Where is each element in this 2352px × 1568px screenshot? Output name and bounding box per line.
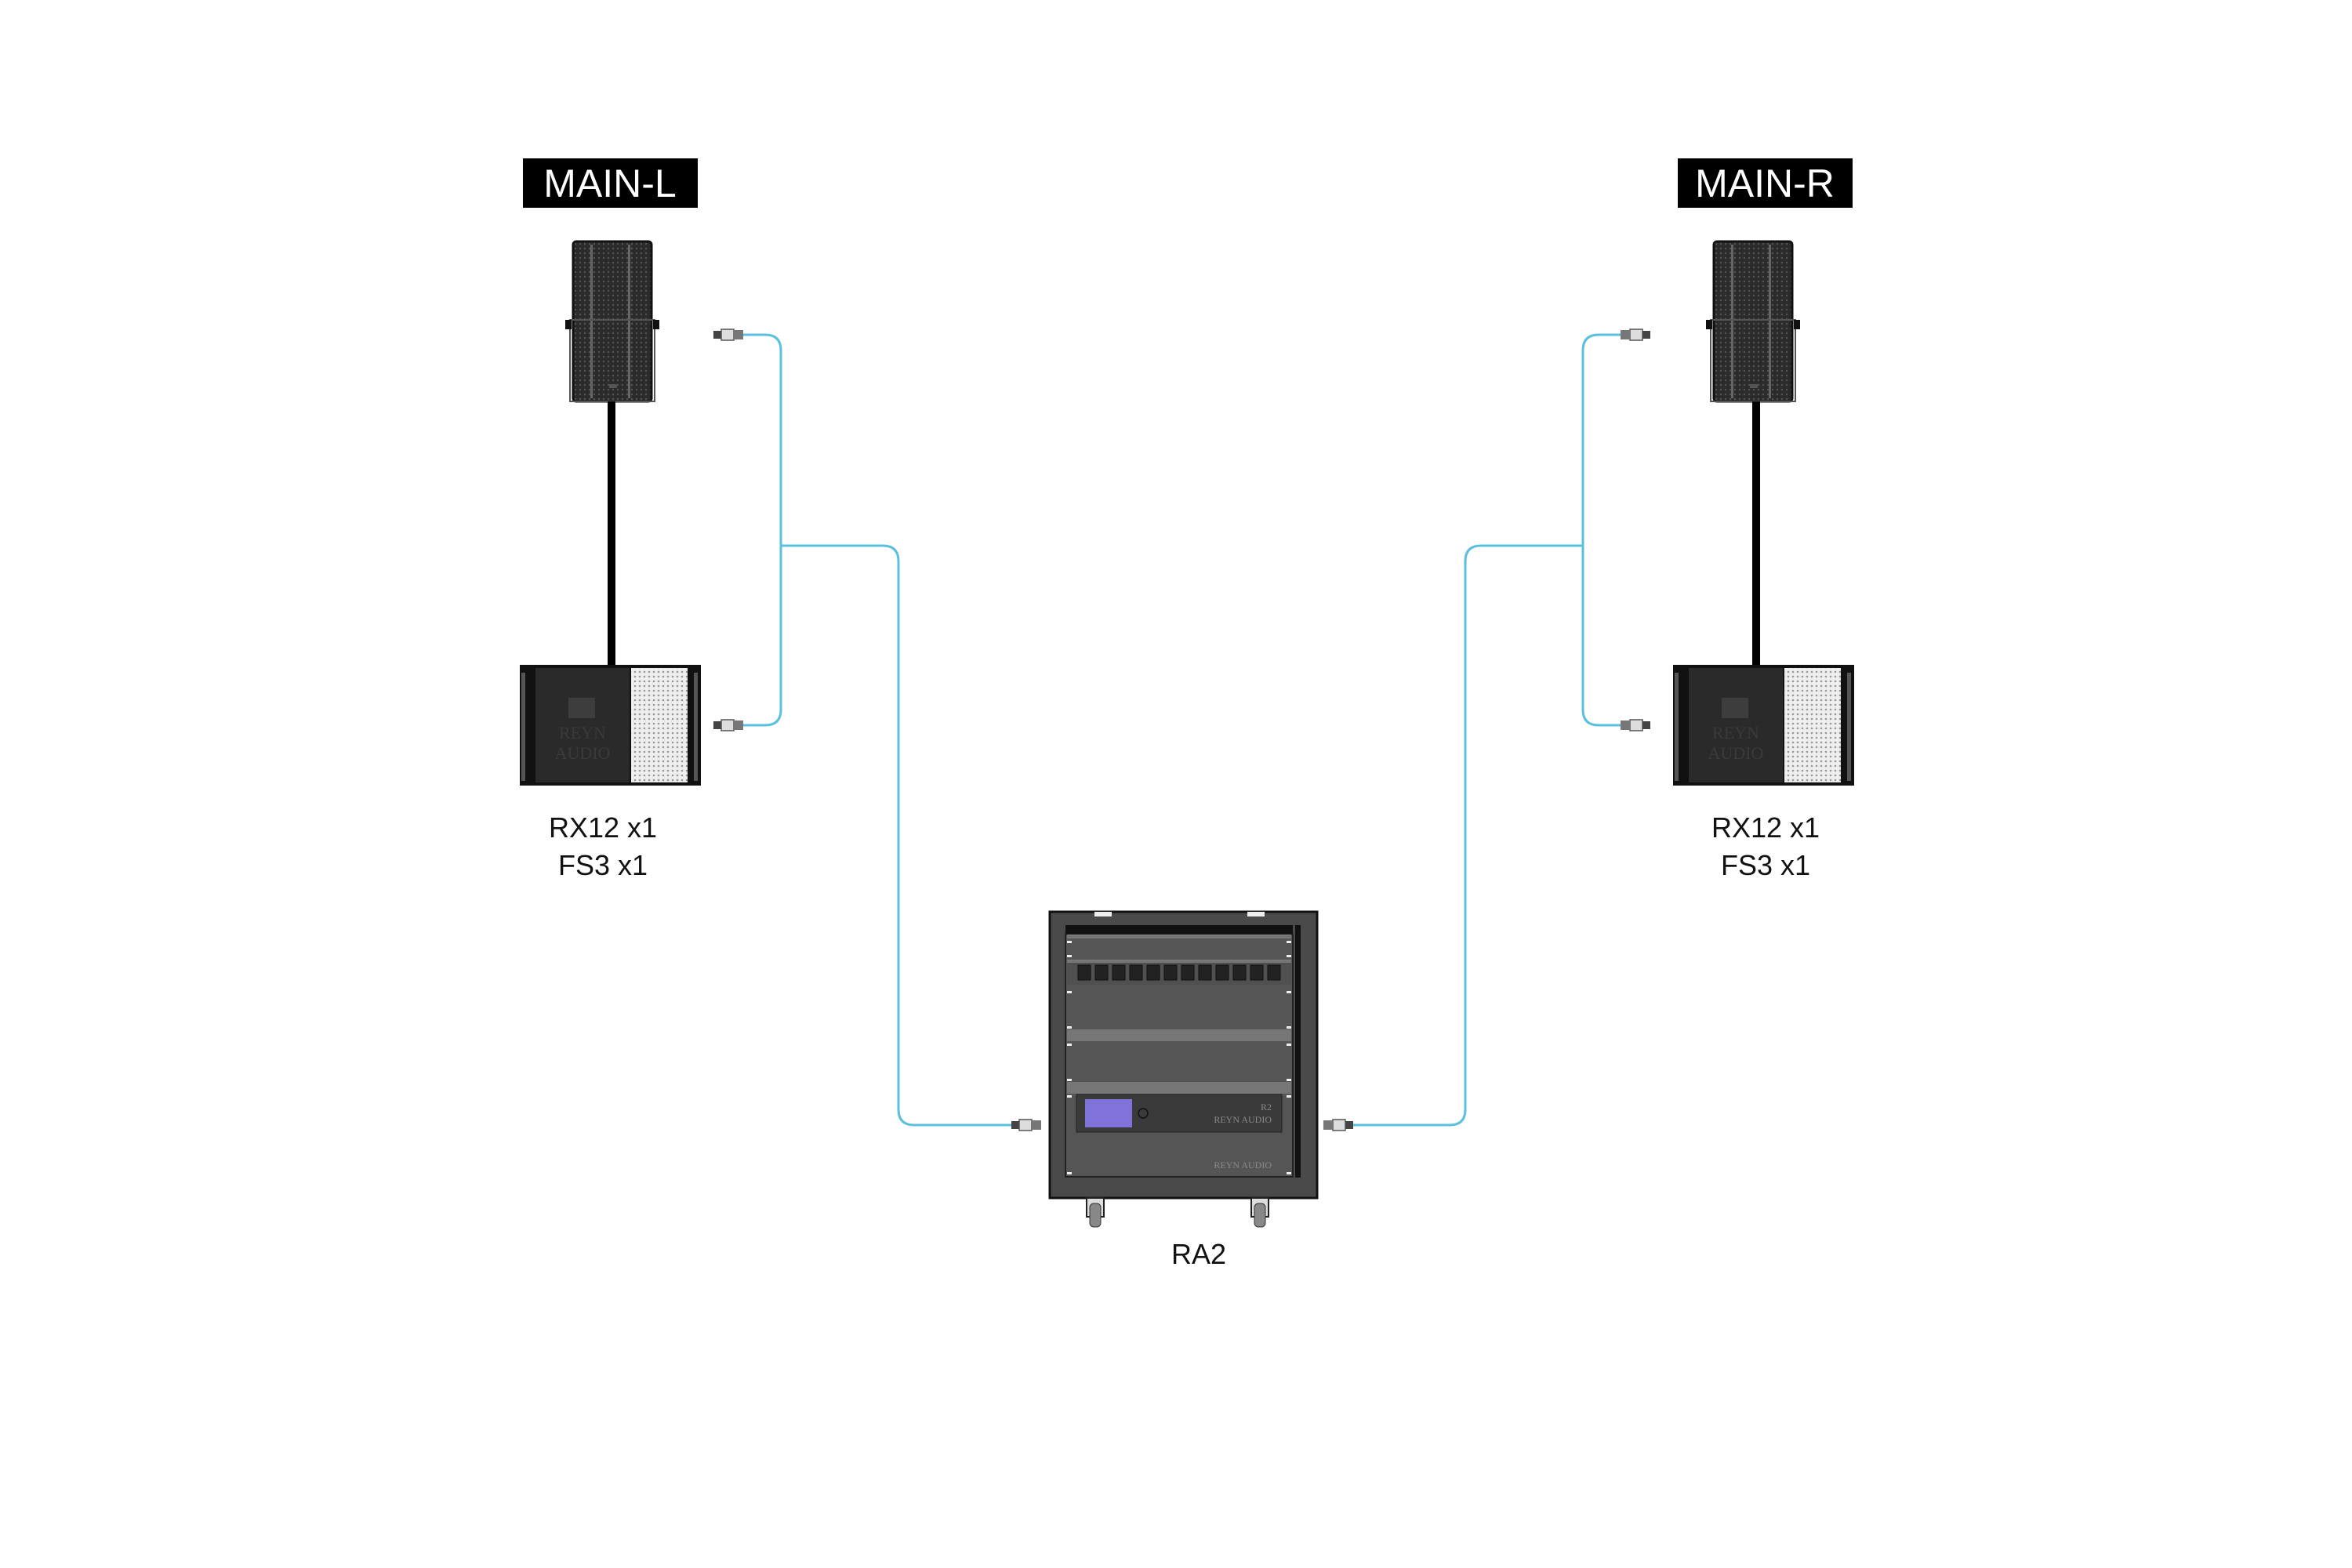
subwoofer-fs3: REYN AUDIO: [1673, 665, 1854, 786]
zone-main-right: MAIN-R REYN AUDIO RX12 x1 FS3 x1: [1673, 158, 1854, 881]
caster-wheel: [1250, 1197, 1269, 1228]
sub-logo: AUDIO: [555, 743, 611, 763]
rack-label: RA2: [1171, 1238, 1226, 1270]
zone-label-box: [523, 158, 698, 208]
xlr-patch-panel: [1067, 963, 1291, 985]
equipment-item: RX12 x1: [1711, 811, 1820, 844]
zone-title: MAIN-R: [1695, 162, 1835, 205]
caster-wheel: [1086, 1197, 1105, 1228]
top-speaker-rx12: [564, 240, 661, 403]
speaker-pole: [1752, 401, 1760, 665]
top-speaker-rx12: [1704, 240, 1802, 403]
equipment-item: RX12 x1: [549, 811, 657, 844]
speakon-connector-icon: [1620, 328, 1651, 341]
amp-brand: REYN AUDIO: [1214, 1114, 1272, 1125]
amp-display: [1085, 1099, 1132, 1127]
speakon-connector-icon: [1620, 719, 1651, 731]
sub-logo: REYN: [1712, 723, 1759, 742]
zone-main-left: MAIN-L REYN AUDIO RX12 x1 FS3 x1: [520, 158, 701, 881]
equipment-item: FS3 x1: [1721, 849, 1810, 881]
speaker-pole: [608, 401, 615, 665]
zone-label-box: [1678, 158, 1853, 208]
amp-model: R2: [1261, 1102, 1272, 1112]
equipment-item: FS3 x1: [558, 849, 648, 881]
amplifier-r2: R2 REYN AUDIO: [1076, 1094, 1283, 1133]
sub-logo: AUDIO: [1708, 743, 1764, 763]
rack-brand: REYN AUDIO: [1214, 1160, 1272, 1171]
speakon-connector-icon: [1011, 1119, 1042, 1131]
cable-left: [713, 328, 1042, 1131]
speakon-connector-icon: [713, 328, 744, 341]
speakon-connector-icon: [713, 719, 744, 731]
speakon-connector-icon: [1323, 1119, 1354, 1131]
subwoofer-fs3: REYN AUDIO: [520, 665, 701, 786]
amp-rack-ra2: R2 REYN AUDIO REYN AUDIO RA2: [1048, 910, 1319, 1270]
cable-right: [1323, 328, 1651, 1131]
sub-logo: REYN: [559, 723, 606, 742]
zone-title: MAIN-L: [543, 162, 676, 205]
